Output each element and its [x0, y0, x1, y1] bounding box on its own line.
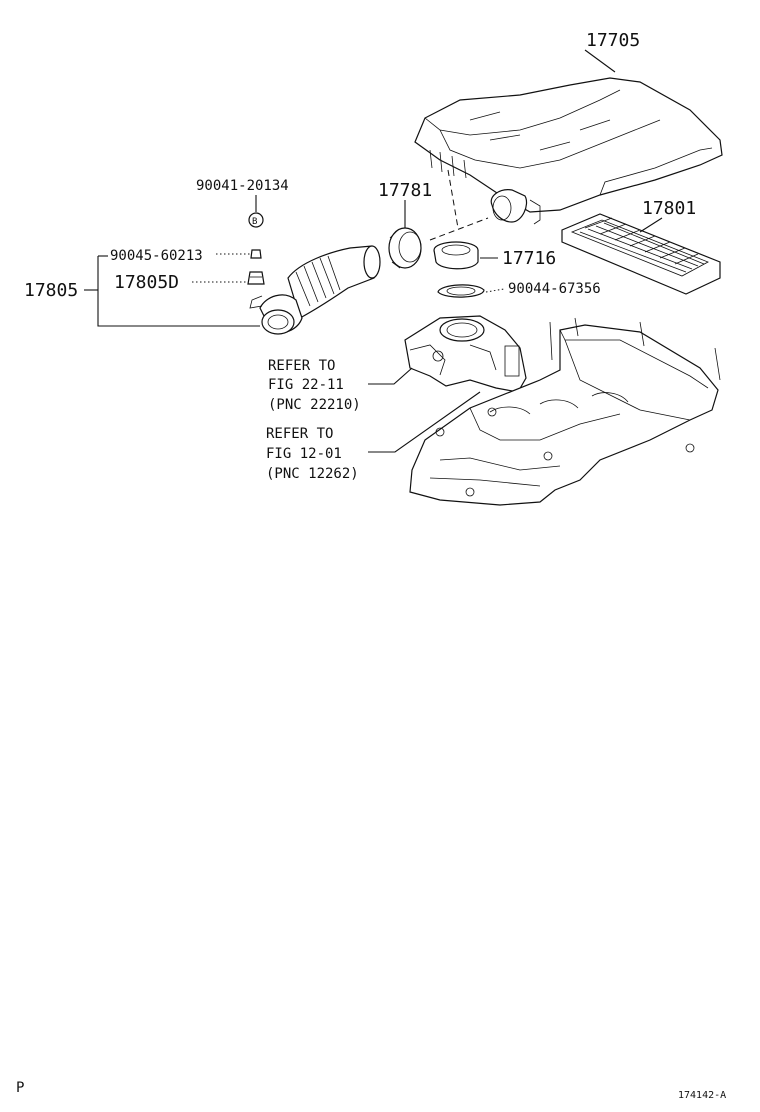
label-17805: 17805: [24, 280, 78, 301]
air-cleaner-cap: [414, 77, 723, 225]
svg-text:REFER TO: REFER TO: [268, 358, 335, 374]
reference-note-manifold: REFER TO FIG 12-01 (PNC 12262): [266, 426, 359, 482]
label-90045-60213: 90045-60213: [110, 248, 203, 264]
hose-clamp: [388, 227, 422, 269]
svg-text:FIG 22-11: FIG 22-11: [268, 377, 344, 393]
assembly-lines: [429, 169, 489, 241]
gasket-90044: [437, 284, 485, 298]
air-cleaner-element: [561, 213, 721, 295]
leader-lines: [84, 49, 663, 453]
bolt-marker: B: [248, 212, 264, 228]
svg-text:(PNC 12262): (PNC 12262): [266, 466, 359, 482]
gasket-17716: [433, 241, 479, 270]
svg-text:B: B: [252, 217, 257, 227]
label-17716: 17716: [502, 248, 556, 269]
label-90041-20134: 90041-20134: [196, 178, 289, 194]
svg-text:FIG 12-01: FIG 12-01: [266, 446, 342, 462]
label-90044-67356: 90044-67356: [508, 281, 601, 297]
svg-text:(PNC 22210): (PNC 22210): [268, 397, 361, 413]
clip-90045: [250, 249, 262, 259]
label-17781: 17781: [378, 180, 432, 201]
intake-hose: [249, 245, 381, 335]
label-17801: 17801: [642, 198, 696, 219]
label-17805d: 17805D: [114, 272, 179, 293]
footer-figure-id: 174142-A: [678, 1090, 726, 1101]
nut-17805d: [247, 271, 265, 285]
label-17705: 17705: [586, 30, 640, 51]
reference-note-throttle: REFER TO FIG 22-11 (PNC 22210): [268, 358, 361, 413]
footer-code-left: P: [16, 1080, 24, 1096]
svg-text:REFER TO: REFER TO: [266, 426, 333, 442]
throttle-body: [404, 315, 527, 393]
intake-manifold: [409, 317, 721, 506]
